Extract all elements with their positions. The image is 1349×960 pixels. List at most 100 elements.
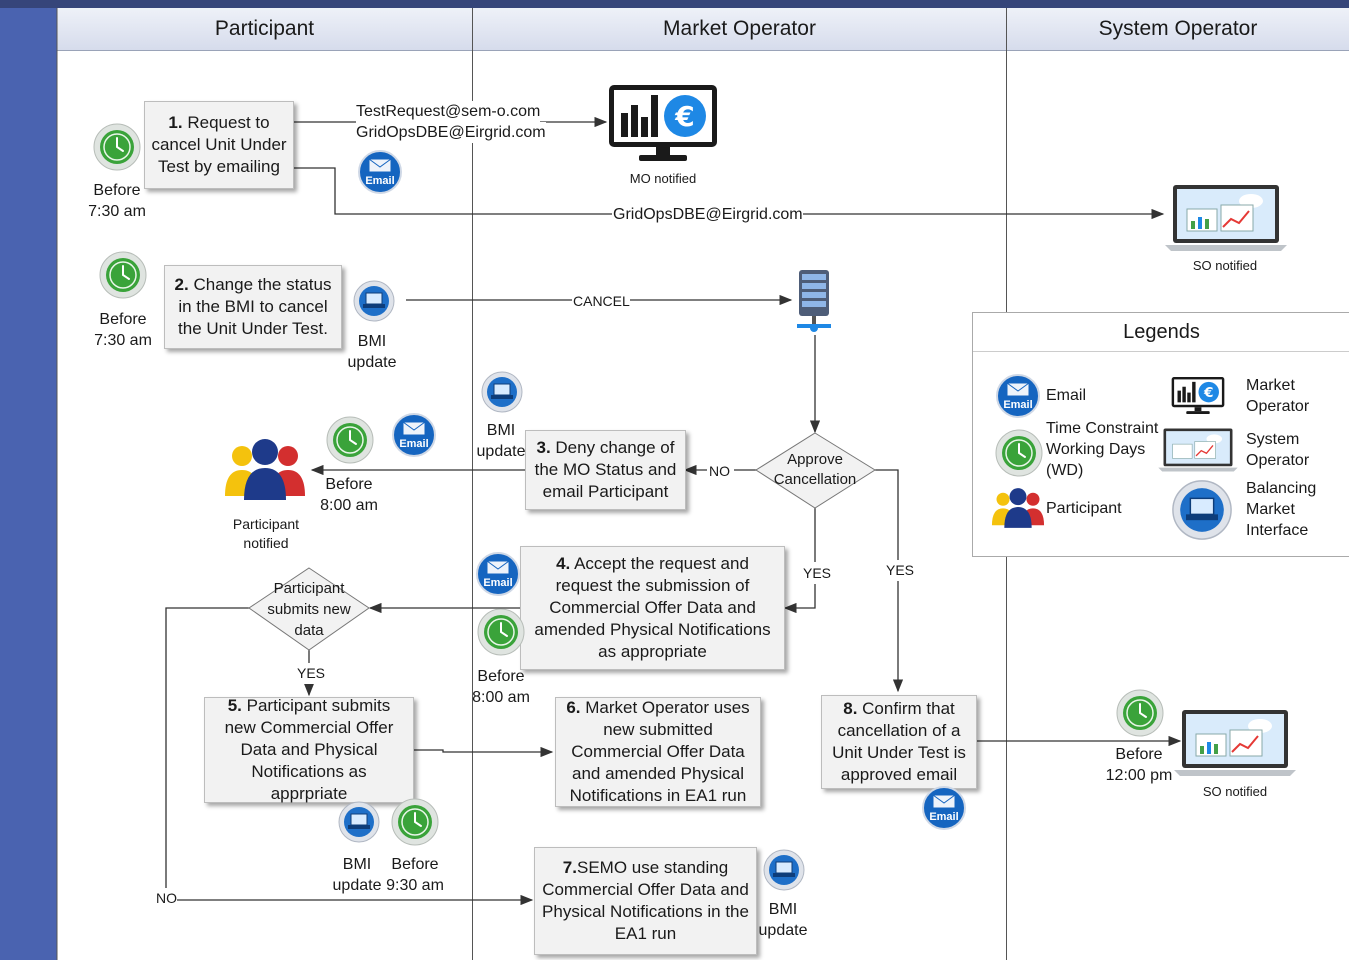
step-text: Confirm that	[862, 699, 955, 718]
step-text: Market Operator uses	[585, 698, 750, 717]
legend-time-line: (WD)	[1046, 462, 1084, 479]
email-icon: Email	[920, 786, 968, 830]
step-4-box: 4. Accept the request and request the su…	[520, 546, 785, 670]
decision-participant-submits: Participant submits new data	[249, 578, 369, 641]
decision-submits-line: submits new	[267, 601, 351, 618]
step-text: new submitted	[603, 720, 713, 739]
step-text: email Participant	[542, 482, 669, 501]
bmi-text: BMI	[768, 901, 798, 918]
legend-participant-icon	[991, 488, 1045, 528]
legend-mo-line: Market	[1246, 377, 1295, 394]
legend-time-line: Time Constraint	[1046, 420, 1159, 437]
step-text: Notifications as	[251, 762, 367, 781]
bmi-text: BMI	[357, 333, 387, 350]
legend-email-icon: Email	[994, 374, 1042, 418]
mo-notified-label: MO notified	[629, 171, 697, 186]
bmi-update-label: BMI update	[340, 331, 404, 373]
flow-label-yes-approve-2: YES	[886, 560, 915, 581]
legend-mo-line: Operator	[1246, 398, 1310, 415]
step-number: 8.	[843, 699, 858, 718]
participant-notified-line: notified	[243, 535, 289, 551]
flow-label-yes-submits: YES	[297, 663, 326, 684]
bmi-icon	[763, 849, 805, 891]
bmi-text: BMI	[486, 422, 516, 439]
time-before: Before	[391, 856, 439, 873]
step-text: EA1 run	[614, 924, 677, 943]
step-text: Test by emailing	[158, 157, 280, 176]
step-3-box: 3. Deny change of the MO Status and emai…	[525, 430, 686, 510]
step-number: 1.	[168, 113, 183, 132]
update-text: update	[347, 354, 397, 371]
decision-approve-cancellation: Approve Cancellation	[760, 450, 870, 490]
legend-bmi-line: Market	[1246, 501, 1295, 518]
email-icon-text: Email	[483, 577, 513, 589]
step-text: Commercial Offer Data	[571, 742, 745, 761]
legend-bmi-label: Balancing Market Interface	[1246, 478, 1316, 541]
step-text: the MO Status and	[534, 460, 677, 479]
email-icon: Email	[356, 150, 404, 194]
clock-icon	[391, 798, 439, 846]
participant-people-icon	[225, 439, 305, 500]
step-text: Participant submits	[246, 696, 391, 715]
step-text: cancellation of a	[837, 721, 961, 740]
lane-header-participant: Participant	[57, 8, 472, 51]
step-5-box: 5. Participant submits new Commercial Of…	[204, 696, 414, 803]
time-value: 8:00 am	[320, 497, 378, 514]
server-icon	[797, 270, 831, 332]
bmi-icon	[481, 371, 523, 413]
update-text: update	[758, 922, 808, 939]
email-address-to-mo-2: GridOpsDBE@Eirgrid.com	[356, 122, 546, 143]
legend-mo-label: Market Operator	[1246, 375, 1309, 417]
step-text: Data and Physical	[240, 740, 378, 759]
legend-so-line: Operator	[1246, 452, 1310, 469]
time-value: 8:00 am	[472, 689, 530, 706]
svg-text:€: €	[674, 100, 694, 133]
clock-icon	[477, 608, 525, 656]
decision-approve-line: Cancellation	[773, 471, 857, 488]
email-icon: Email	[390, 413, 438, 457]
legend-title: Legends	[973, 313, 1349, 352]
left-sidebar	[0, 0, 57, 960]
time-before: Before	[1115, 746, 1163, 763]
legend-email-label: Email	[1046, 387, 1087, 404]
update-text: update	[332, 877, 382, 894]
legend-so-line: System	[1246, 431, 1300, 448]
flow-label-no-approve: NO	[709, 461, 730, 482]
step-text: Change the status	[193, 275, 332, 294]
participant-notified-line: Participant	[232, 516, 300, 532]
step-text: in the BMI to cancel	[178, 297, 328, 316]
step-2-box: 2. Change the status in the BMI to cance…	[164, 265, 342, 349]
step-text: request the submission of	[555, 576, 750, 595]
flow-label-yes-approve-1: YES	[803, 563, 832, 584]
step-number: 6.	[566, 698, 581, 717]
step-number: 4.	[556, 554, 571, 573]
step-text: Notifications in EA1 run	[569, 786, 747, 805]
system-operator-laptop-icon	[1174, 710, 1296, 776]
step-text: the Unit Under Test.	[178, 319, 328, 338]
svg-text:€: €	[1203, 385, 1214, 401]
time-value: 9:30 am	[386, 877, 444, 894]
time-before: Before	[99, 311, 147, 328]
legend-time-line: Working Days	[1046, 441, 1146, 458]
update-text: update	[476, 443, 526, 460]
email-icon-text: Email	[1003, 399, 1033, 411]
email-address-to-so: GridOpsDBE@Eirgrid.com	[613, 204, 803, 225]
step-text: Physical Notifications in the	[542, 902, 749, 921]
legend-time-label: Time Constraint Working Days (WD)	[1046, 418, 1158, 481]
flow-label-no-submits: NO	[156, 888, 177, 909]
decision-submits-line: Participant	[273, 580, 345, 597]
email-icon-text: Email	[365, 175, 395, 187]
step-text: new Commercial Offer	[224, 718, 394, 737]
time-before: Before	[93, 182, 141, 199]
clock-icon	[1116, 689, 1164, 737]
step-number: 3.	[536, 438, 551, 457]
step-number: 7.	[562, 858, 577, 877]
step-text: Unit Under Test is	[832, 743, 966, 762]
legend-bmi-line: Interface	[1246, 522, 1309, 539]
step-text: Deny change of	[555, 438, 675, 457]
email-address-to-mo-1: TestRequest@sem-o.com	[356, 101, 541, 122]
